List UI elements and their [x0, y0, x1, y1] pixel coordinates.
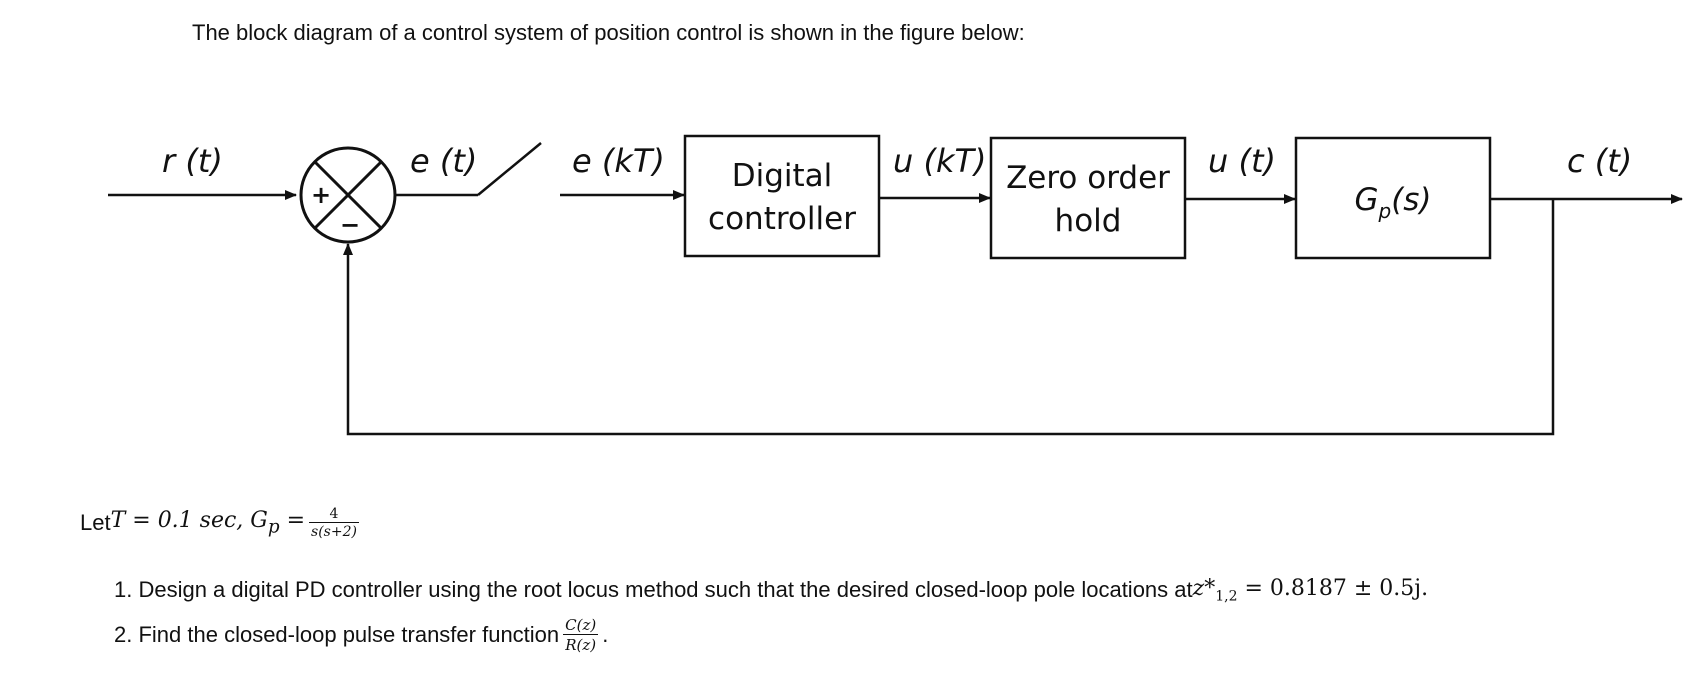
- output-signal-label: c (t): [1567, 142, 1632, 180]
- plant-label: Gp(s): [1354, 182, 1431, 223]
- givens-line: Let T = 0.1 sec, Gp = 4 s(s+2): [80, 506, 363, 540]
- summing-junction: + −: [299, 146, 397, 244]
- zoh-label-line2: hold: [1055, 203, 1122, 239]
- plant-transfer-fraction: 4 s(s+2): [309, 506, 359, 540]
- sampled-error-label: e (kT): [572, 142, 665, 180]
- question-1-value: = 0.8187 ± 0.5j.: [1237, 576, 1429, 601]
- control-sampled-label: u (kT): [893, 142, 987, 180]
- controller-label-line1: Digital: [732, 158, 833, 194]
- zoh-label-line1: Zero order: [1006, 160, 1170, 196]
- plant-tf-denominator: s(s+2): [309, 522, 359, 540]
- plant-label-subscript: p: [1377, 199, 1391, 223]
- sampler-switch: [477, 142, 542, 196]
- zero-order-hold-block: [989, 136, 1187, 260]
- error-signal-label: e (t): [410, 142, 477, 180]
- block-diagram: r (t) + − e (t) e (kT) Digital controlle…: [108, 134, 1683, 436]
- question-1-text: 1. Design a digital PD controller using …: [114, 577, 1193, 603]
- summing-minus-sign: −: [340, 211, 360, 239]
- question-1-math: z*1,2 = 0.8187 ± 0.5j.: [1192, 576, 1429, 605]
- gp-subscript: p: [267, 516, 280, 538]
- summing-plus-sign: +: [311, 181, 331, 209]
- control-signal-label: u (t): [1208, 142, 1276, 180]
- givens-equals: =: [279, 508, 306, 534]
- intro-text: The block diagram of a control system of…: [192, 20, 1025, 45]
- feedback-path: [343, 199, 1555, 436]
- input-signal-label: r (t): [162, 142, 223, 180]
- question-1-subscript: 1,2: [1215, 588, 1238, 605]
- digital-controller-block: [683, 134, 881, 258]
- plant-label-arg: (s): [1391, 182, 1431, 218]
- question-2-end: .: [602, 622, 609, 647]
- closed-loop-tf-fraction: C(z) R(z): [563, 616, 599, 654]
- closed-loop-tf-numerator: C(z): [565, 616, 597, 634]
- plant-block: [1294, 136, 1492, 260]
- plant-tf-numerator: 4: [329, 506, 339, 522]
- closed-loop-tf-denominator: R(z): [563, 634, 599, 654]
- controller-label-line2: controller: [708, 201, 856, 237]
- question-2-text: 2. Find the closed-loop pulse transfer f…: [114, 622, 560, 647]
- question-2: 2. Find the closed-loop pulse transfer f…: [114, 616, 608, 654]
- givens-prefix: Let: [80, 510, 111, 535]
- question-1: 1. Design a digital PD controller using …: [114, 576, 1428, 604]
- givens-period-expr: T = 0.1 sec, Gp =: [110, 508, 306, 538]
